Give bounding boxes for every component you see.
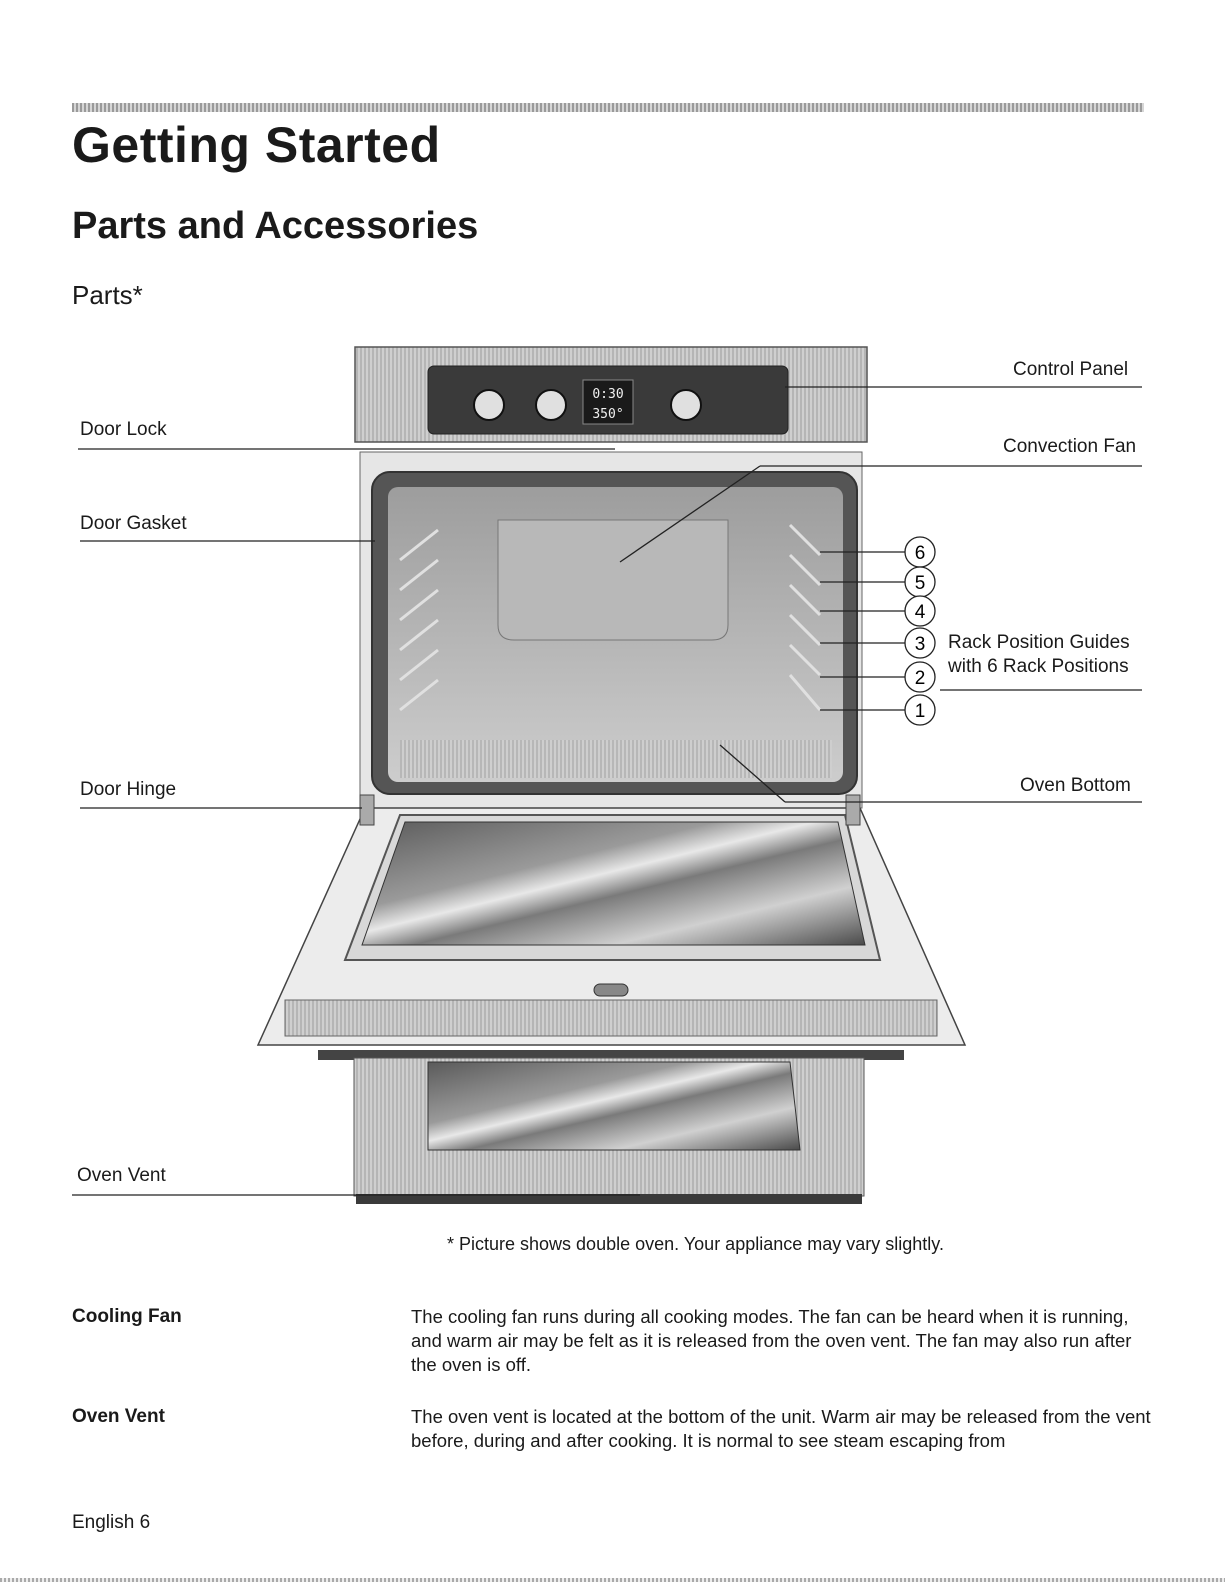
rack-marker-3 — [904, 627, 936, 659]
display-screen — [582, 379, 634, 425]
section-title: Parts and Accessories — [72, 205, 479, 247]
rack-number-2: 2 — [915, 668, 926, 689]
knob-right-icon — [670, 389, 702, 421]
upper-oven — [359, 451, 863, 809]
open-door — [256, 794, 967, 1046]
door-latch — [593, 983, 629, 997]
door-hinge-left — [359, 794, 375, 826]
rack-number-6: 6 — [915, 543, 926, 564]
door-hinge-right — [845, 794, 861, 826]
footer-rule — [0, 1578, 1225, 1582]
page-footer: English 6 — [72, 1512, 151, 1533]
oven-vent — [356, 1194, 862, 1204]
callout-oven-vent: Oven Vent — [77, 1165, 166, 1186]
callout-control-panel: Control Panel — [1013, 359, 1129, 380]
convection-fan-cover — [497, 519, 729, 641]
desc-cooling-fan: The cooling fan runs during all cooking … — [411, 1306, 1132, 1375]
subsection-title: Parts* — [72, 280, 143, 310]
rack-number-4: 4 — [915, 602, 926, 623]
door-window — [361, 821, 866, 946]
callout-rack-guides-line2: with 6 Rack Positions — [948, 656, 1129, 677]
figure-caption: * Picture shows double oven. Your applia… — [447, 1234, 944, 1254]
leader-lines — [72, 386, 1142, 1196]
callout-convection-fan: Convection Fan — [1003, 436, 1137, 457]
knob-left-icon — [473, 389, 505, 421]
rack-number-5: 5 — [915, 573, 926, 594]
display-temp: 350° — [592, 407, 623, 422]
desc-oven-vent: The oven vent is located at the bottom o… — [411, 1406, 1151, 1451]
rack-marker-1 — [904, 694, 936, 726]
callout-door-lock: Door Lock — [80, 419, 167, 440]
callout-door-gasket: Door Gasket — [80, 513, 187, 534]
callout-door-hinge: Door Hinge — [80, 779, 177, 800]
control-panel: 0:30 350° — [354, 346, 868, 443]
oven-illustration: 0:30 350° — [72, 346, 1142, 1204]
term-cooling-fan: Cooling Fan — [72, 1306, 182, 1327]
page-title: Getting Started — [72, 117, 441, 173]
lower-door-window — [427, 1061, 801, 1151]
knob-center-icon — [535, 389, 567, 421]
callout-oven-bottom: Oven Bottom — [1020, 775, 1131, 796]
left-rack-guides — [399, 528, 439, 712]
rack-marker-4 — [904, 595, 936, 627]
rack-marker-2 — [904, 661, 936, 693]
display-time: 0:30 — [592, 387, 623, 402]
oven-bottom — [400, 740, 832, 778]
rack-position-markers: 6 5 4 3 2 1 — [904, 536, 936, 726]
rack-number-1: 1 — [915, 701, 926, 722]
lower-oven — [318, 1050, 904, 1204]
term-oven-vent: Oven Vent — [72, 1406, 165, 1427]
callout-rack-guides-line1: Rack Position Guides — [948, 632, 1130, 653]
right-rack-guides — [788, 523, 822, 711]
header-rule — [72, 103, 1144, 112]
rack-number-3: 3 — [915, 634, 926, 655]
